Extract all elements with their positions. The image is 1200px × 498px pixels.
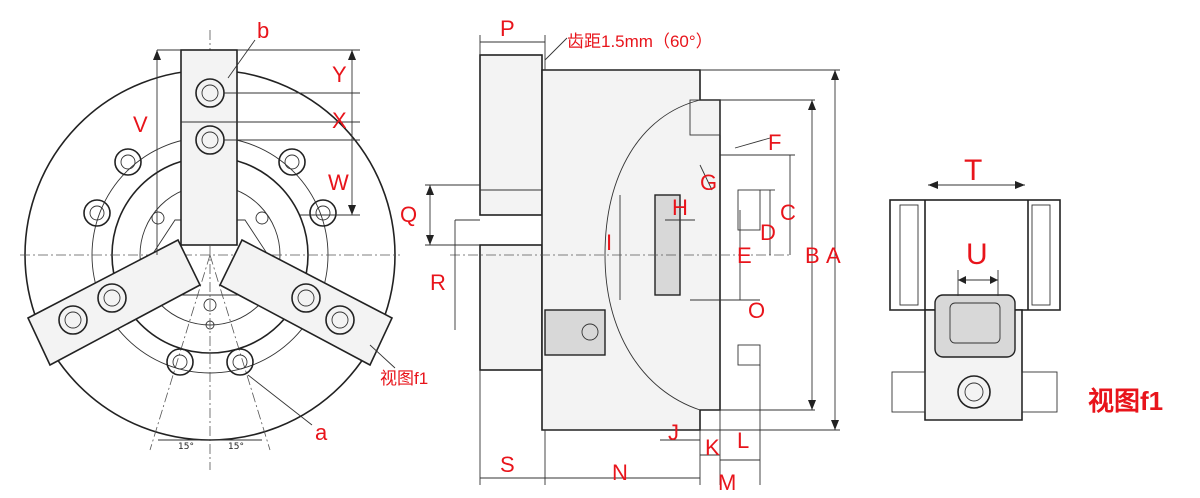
label-b: b bbox=[257, 18, 269, 43]
side-view: P 齿距1.5mm（60°） Q R I S N J K L M F G H C… bbox=[400, 16, 841, 495]
mount-bolt bbox=[278, 148, 306, 176]
label-L: L bbox=[737, 428, 749, 453]
mount-bolt bbox=[309, 199, 337, 227]
label-Y: Y bbox=[332, 62, 347, 87]
label-E: E bbox=[737, 243, 752, 268]
label-I: I bbox=[606, 230, 612, 255]
jaw-bolt-hole bbox=[58, 305, 88, 335]
label-U: U bbox=[966, 238, 988, 271]
front-view: b Y X W V a 视图f1 15° 15° bbox=[20, 18, 428, 470]
label-J: J bbox=[668, 420, 679, 445]
right-jaw bbox=[218, 238, 394, 367]
mount-bolt bbox=[114, 148, 142, 176]
side-piston bbox=[654, 194, 681, 296]
detail-view: T U 视图f1 bbox=[889, 154, 1163, 421]
mount-bolt bbox=[226, 348, 254, 376]
label-B: B bbox=[805, 243, 820, 268]
label-M: M bbox=[718, 470, 736, 495]
label-H: H bbox=[672, 195, 688, 220]
side-top-jaw bbox=[479, 54, 543, 216]
detail-view-title: 视图f1 bbox=[1088, 386, 1163, 416]
label-W: W bbox=[328, 170, 349, 195]
jaw-bolt-hole bbox=[291, 283, 321, 313]
angle-label-right: 15° bbox=[228, 442, 244, 452]
label-K: K bbox=[705, 435, 720, 460]
mount-bolt bbox=[166, 348, 194, 376]
label-P: P bbox=[500, 16, 515, 41]
label-D: D bbox=[760, 220, 776, 245]
jaw-bolt-hole bbox=[325, 305, 355, 335]
side-lube-fitting bbox=[544, 309, 606, 356]
label-X: X bbox=[332, 108, 347, 133]
label-R: R bbox=[430, 270, 446, 295]
label-O: O bbox=[748, 298, 765, 323]
label-V: V bbox=[133, 112, 148, 137]
label-G: G bbox=[700, 170, 717, 195]
jaw-bolt-hole bbox=[97, 283, 127, 313]
thread-pitch-note: 齿距1.5mm（60°） bbox=[567, 32, 713, 51]
angle-label-left: 15° bbox=[178, 442, 194, 452]
detail-bolt-hole bbox=[957, 375, 991, 409]
label-C: C bbox=[780, 200, 796, 225]
side-bottom-jaw bbox=[479, 244, 543, 371]
side-body bbox=[541, 69, 721, 431]
label-view-f1: 视图f1 bbox=[380, 369, 428, 388]
label-T: T bbox=[964, 154, 982, 187]
label-Q: Q bbox=[400, 202, 417, 227]
label-N: N bbox=[612, 460, 628, 485]
label-a: a bbox=[315, 420, 328, 445]
label-A: A bbox=[826, 243, 841, 268]
mount-bolt bbox=[83, 199, 111, 227]
label-S: S bbox=[500, 452, 515, 477]
label-F: F bbox=[768, 130, 781, 155]
detail-tnut bbox=[934, 294, 1016, 358]
